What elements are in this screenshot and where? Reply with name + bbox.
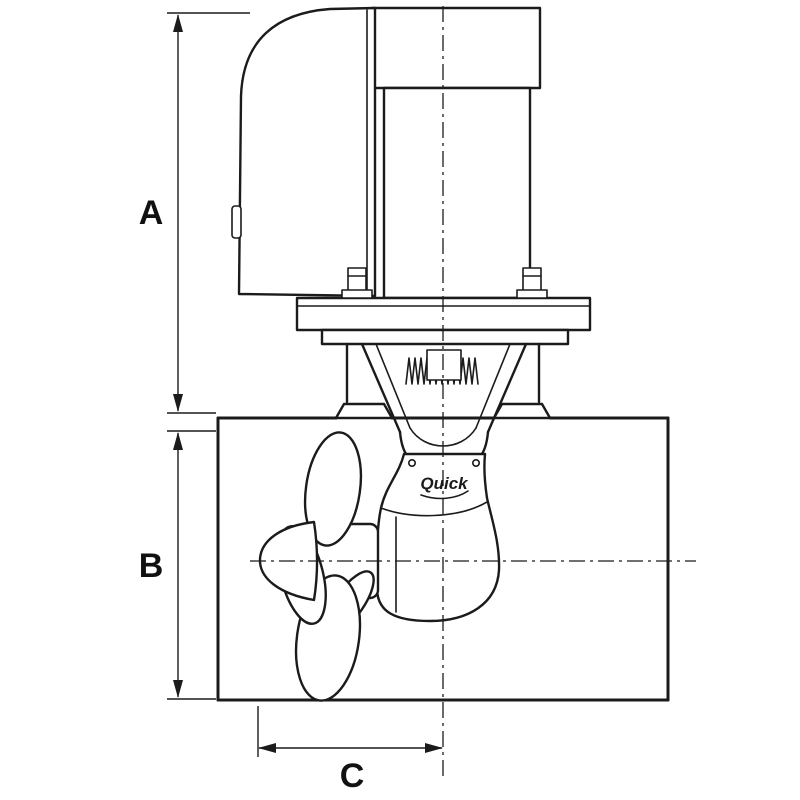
pod-screw-left [407, 458, 416, 467]
dimension-a-label: A [139, 194, 164, 232]
cover-latch [231, 205, 242, 239]
right-bolt-washer [516, 289, 548, 299]
pod-seam-line [380, 501, 488, 517]
prop-blade-top [303, 431, 363, 547]
motor-body [382, 86, 532, 300]
dimension-b: B [139, 430, 216, 700]
gear-housing: Quick [375, 452, 501, 623]
motor-top-cap [370, 6, 542, 90]
dim-a-arrow-up [173, 14, 183, 32]
bevel-gear-teeth [405, 357, 479, 385]
dimension-c: C [257, 706, 443, 795]
dim-b-arrow-down [173, 680, 183, 698]
right-bolt-shaft [522, 267, 542, 293]
brand-underline [420, 490, 469, 500]
gear-hub-block [426, 349, 462, 381]
leg-left-flare [360, 342, 402, 434]
tunnel-outline [216, 416, 670, 702]
dim-c-arrow-left [258, 743, 276, 753]
centerlines [250, 6, 696, 778]
flange-bolts [341, 267, 548, 299]
motor-assembly [370, 6, 542, 300]
flange-step-plate [320, 328, 570, 346]
gear-leg [334, 342, 552, 456]
brand-logo: Quick [420, 474, 469, 493]
leg-right-inner-flare [475, 343, 511, 429]
dim-c-arrow-right [425, 743, 443, 753]
pod-outline [375, 452, 501, 623]
left-bolt-washer [341, 289, 373, 299]
dim-b-arrow-up [173, 432, 183, 450]
bell-right-neck [480, 430, 490, 456]
left-bolt-shaft [347, 267, 367, 293]
dim-a-arrow-down [173, 394, 183, 412]
dimension-c-label: C [340, 757, 365, 795]
dimension-a: A [139, 12, 250, 414]
left-mount-foot [334, 402, 394, 420]
leg-left-inner-flare [375, 343, 411, 429]
cover-outline [237, 6, 377, 298]
bell-left-neck [398, 430, 408, 456]
pod-screw-right [471, 458, 480, 467]
dimension-b-label: B [139, 547, 164, 585]
propeller [258, 431, 380, 702]
right-mount-foot [492, 402, 552, 420]
motor-cover [231, 6, 377, 298]
